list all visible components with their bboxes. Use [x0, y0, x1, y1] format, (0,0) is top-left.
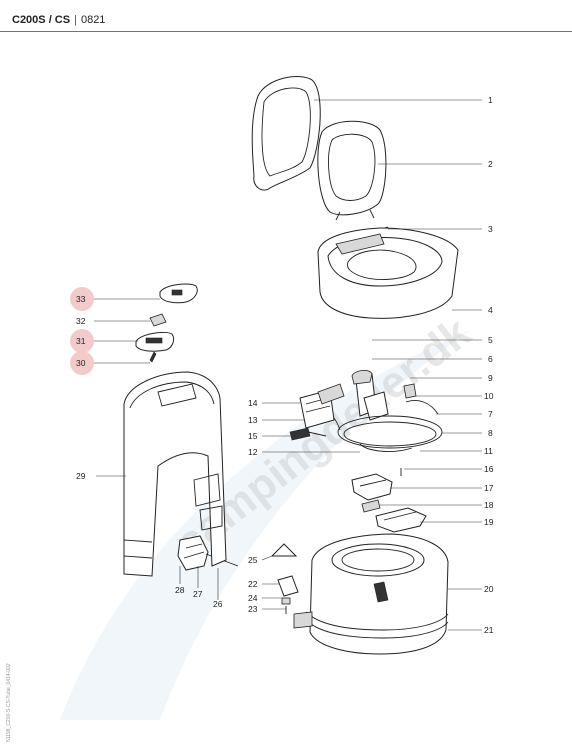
callout-16: 16	[484, 464, 494, 474]
part-pump-assembly	[319, 370, 443, 452]
part-pin-30	[149, 351, 157, 363]
model-name: C200S / CS	[12, 14, 71, 26]
header-rule	[0, 31, 572, 32]
callout-21: 21	[484, 625, 494, 635]
callout-28: 28	[175, 585, 185, 595]
callout-30: 30	[76, 358, 86, 368]
callout-29: 29	[76, 471, 86, 481]
callout-26: 26	[213, 599, 223, 609]
callout-22: 22	[248, 579, 258, 589]
side-code: 51198_C200-S-CS-Tube_0414-002	[6, 663, 12, 742]
watermark-swoosh	[60, 330, 470, 720]
part-flush-valve	[289, 383, 345, 441]
part-upper-tank	[317, 227, 459, 319]
callout-4: 4	[488, 305, 493, 315]
part-slide	[375, 507, 427, 533]
part-valve-handle	[270, 543, 299, 614]
callout-24: 24	[248, 593, 258, 603]
model-code: 0821	[80, 14, 106, 26]
header-title: C200S / CS|0821	[12, 14, 105, 26]
callout-2: 2	[488, 159, 493, 169]
part-clip	[361, 499, 381, 513]
callout-10: 10	[484, 391, 494, 401]
callout-32: 32	[76, 316, 86, 326]
callout-9: 9	[488, 373, 493, 383]
part-latch	[351, 473, 393, 501]
callout-14: 14	[248, 398, 258, 408]
header-separator: |	[74, 14, 77, 26]
callout-23: 23	[248, 604, 258, 614]
page-header: C200S / CS|0821	[0, 0, 572, 34]
callout-18: 18	[484, 500, 494, 510]
highlight-30	[70, 351, 94, 375]
callout-15: 15	[248, 431, 258, 441]
part-clip-32	[149, 313, 167, 327]
part-button-31	[135, 331, 175, 352]
callout-33: 33	[76, 294, 86, 304]
leader-lines	[94, 99, 482, 631]
callout-27: 27	[193, 589, 203, 599]
callout-5: 5	[488, 335, 493, 345]
callout-8: 8	[488, 428, 493, 438]
highlight-31	[70, 329, 94, 353]
callout-12: 12	[248, 447, 258, 457]
part-seat-lid-ring	[251, 76, 321, 191]
highlight-33	[70, 287, 94, 311]
callout-19: 19	[484, 517, 494, 527]
callout-25: 25	[248, 555, 258, 565]
callout-1: 1	[488, 95, 493, 105]
callout-3: 3	[488, 224, 493, 234]
part-indicator-cover	[159, 283, 198, 304]
part-rear-housing	[123, 371, 227, 577]
callout-7: 7	[488, 409, 493, 419]
callout-17: 17	[484, 483, 494, 493]
callout-11: 11	[484, 446, 493, 456]
callout-13: 13	[248, 415, 258, 425]
callout-20: 20	[484, 584, 494, 594]
part-seat	[317, 120, 387, 221]
callout-31: 31	[76, 336, 86, 346]
callout-labels: 1 2 3 4 5 6 9 10 7 8 11 16 17 18 19 20 2…	[76, 95, 494, 635]
callout-6: 6	[488, 354, 493, 364]
part-waste-tank	[293, 533, 449, 655]
